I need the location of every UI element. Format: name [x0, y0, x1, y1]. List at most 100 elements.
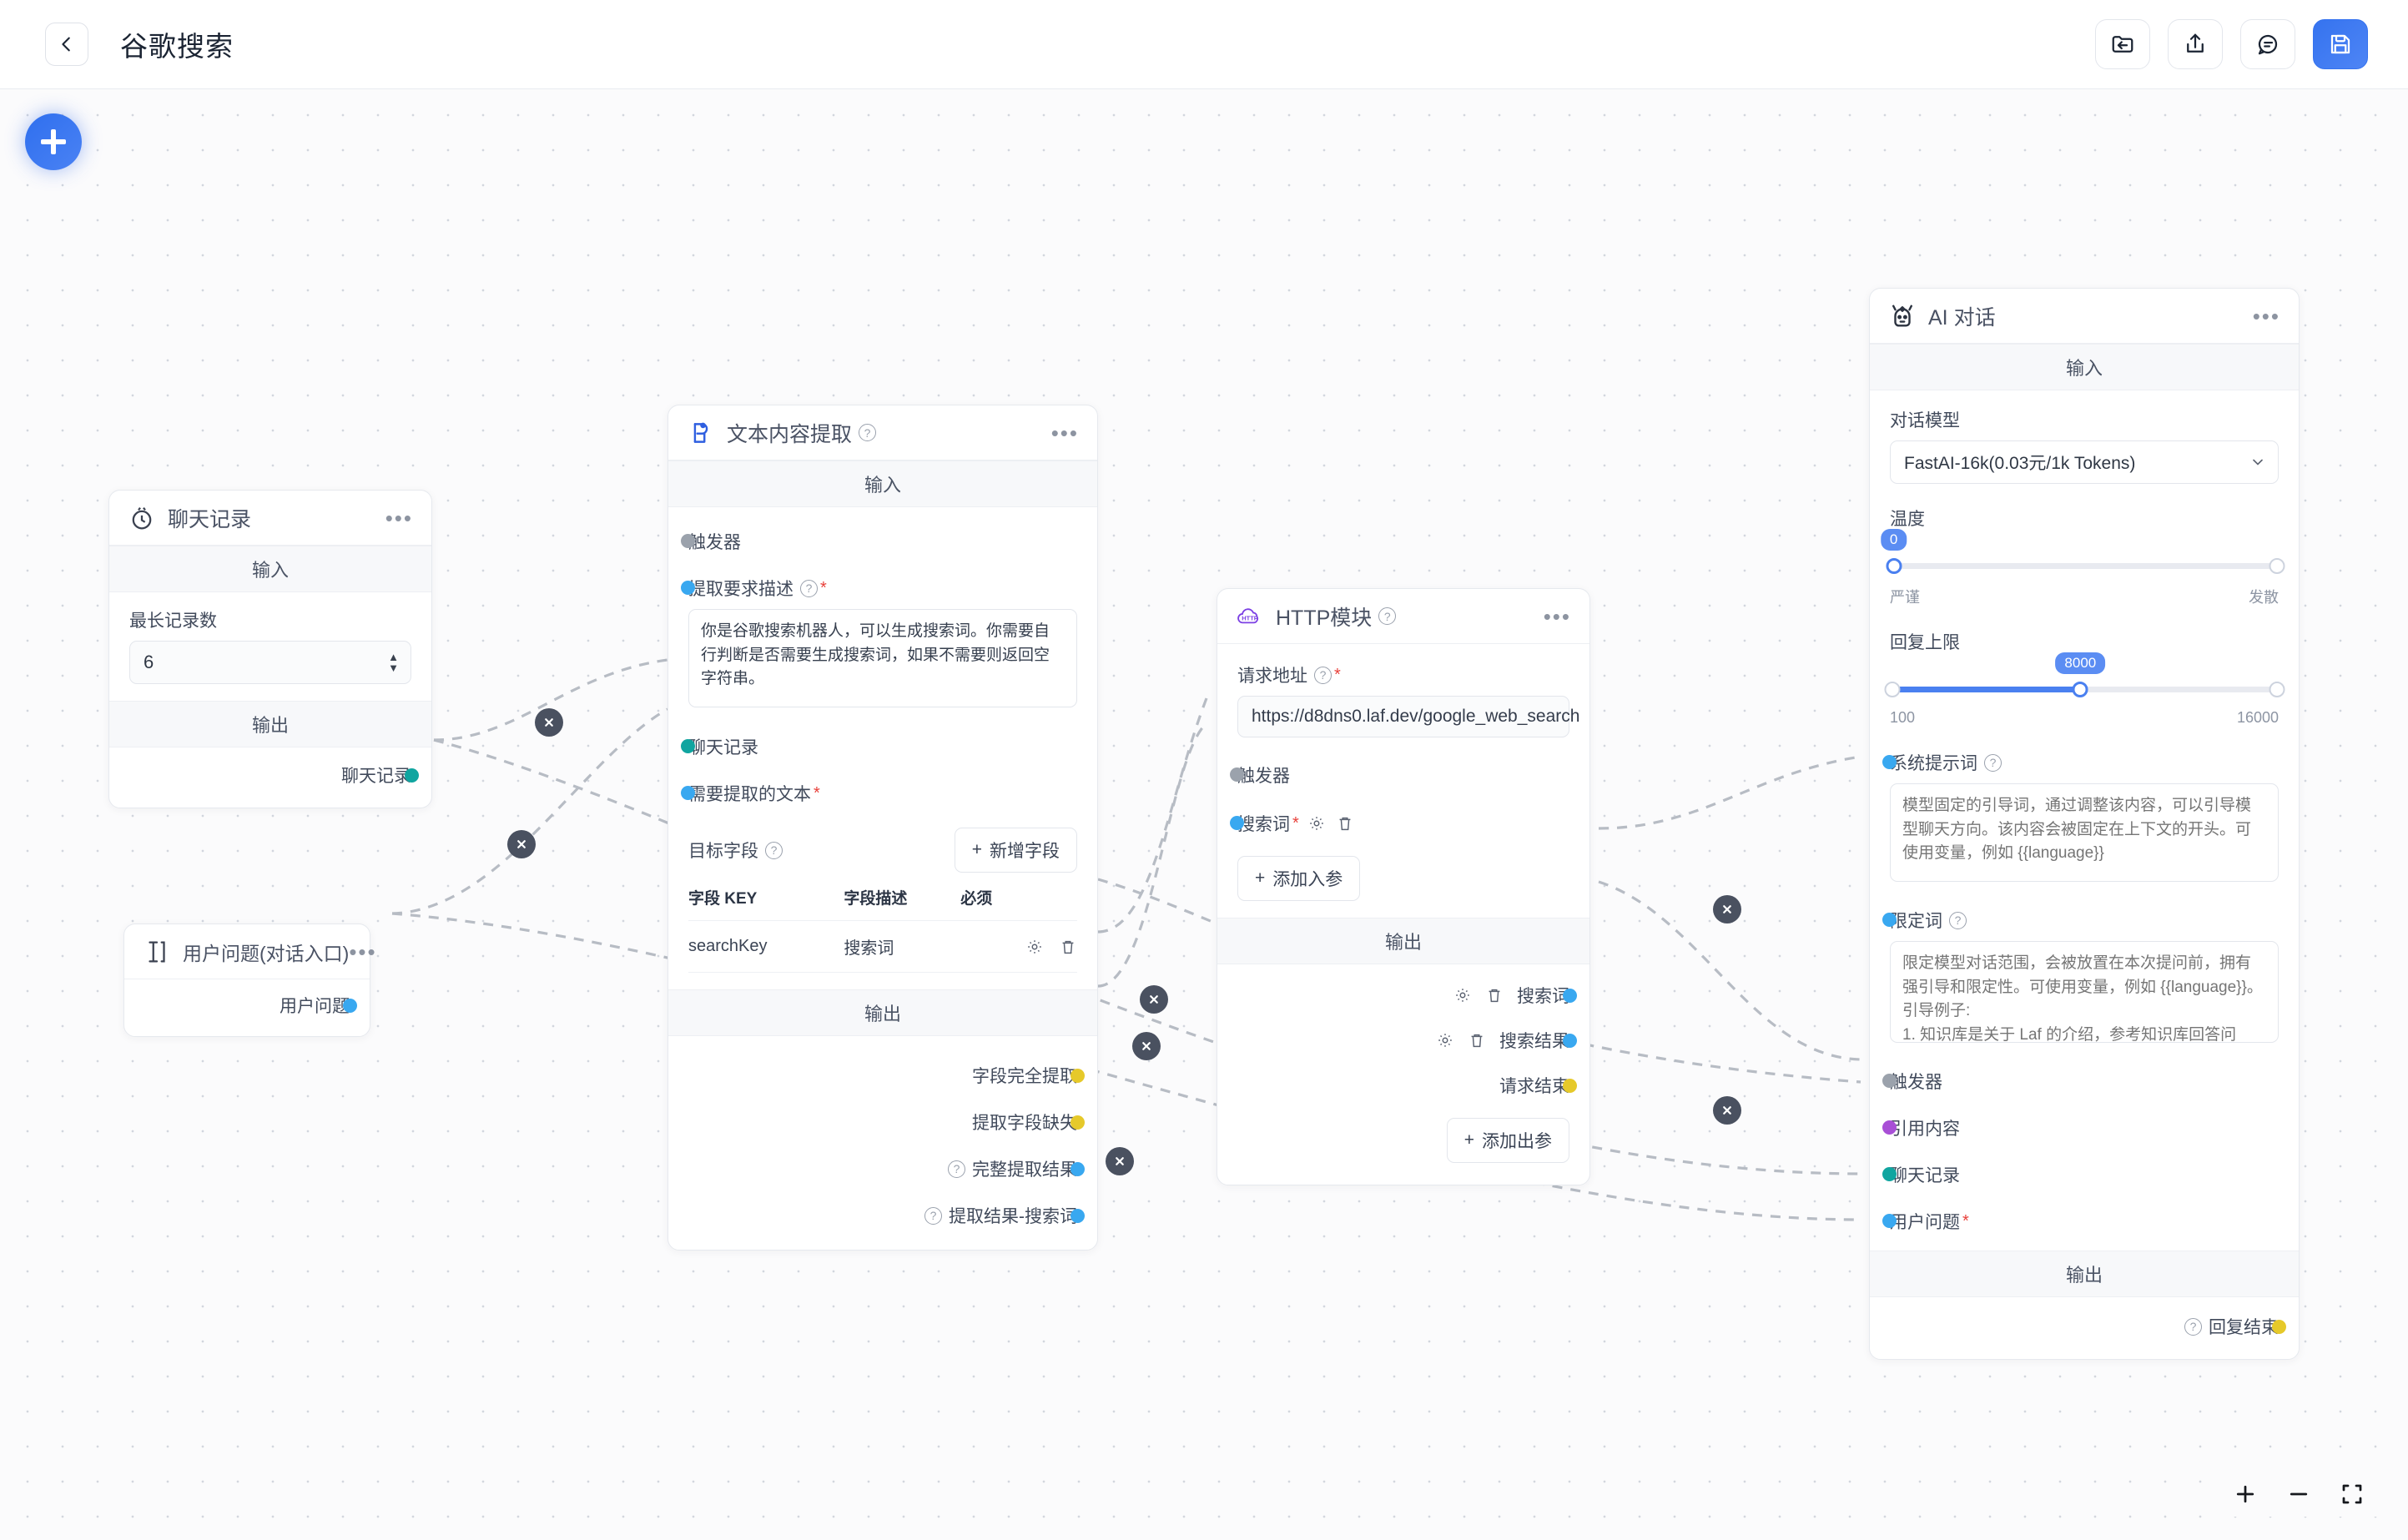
input-port-chat-history[interactable]: 聊天记录 [681, 734, 1077, 759]
edge-delete-button[interactable] [1132, 1032, 1161, 1060]
trash-icon[interactable] [1468, 1031, 1486, 1049]
edge-delete-button[interactable] [507, 830, 536, 858]
gear-icon[interactable] [1453, 986, 1472, 1004]
help-icon[interactable]: ? [765, 841, 783, 859]
output-port-chat-history[interactable]: 聊天记录 [129, 762, 419, 788]
gear-icon[interactable] [1307, 814, 1326, 833]
input-port-search-key[interactable]: 搜索词 * [1230, 811, 1569, 836]
add-field-button[interactable]: + 新增字段 [954, 828, 1077, 873]
trash-icon[interactable] [1336, 814, 1354, 833]
chat-debug-button[interactable] [2240, 19, 2295, 69]
help-icon[interactable]: ? [800, 579, 818, 597]
output-port-search-result[interactable]: 搜索结果 [1237, 1028, 1577, 1053]
input-port-quote-content[interactable]: 引用内容 [1882, 1115, 2279, 1140]
fit-view-icon[interactable] [2340, 1482, 2365, 1507]
gear-icon[interactable] [1436, 1031, 1454, 1049]
input-port-user-question[interactable]: 用户问题 * [1882, 1209, 2279, 1234]
node-header[interactable]: AI 对话 ••• [1870, 289, 2299, 344]
node-chat-history[interactable]: 聊天记录 ••• 输入 最长记录数 6 ▲▼ 输出 聊天记录 [108, 490, 432, 808]
node-header[interactable]: 聊天记录 ••• [109, 491, 431, 546]
extract-desc-textarea[interactable]: 你是谷歌搜索机器人，可以生成搜索词。你需要自行判断是否需要生成搜索词，如果不需要… [688, 609, 1077, 707]
node-ai-chat[interactable]: AI 对话 ••• 输入 对话模型 FastAI-16k(0.03元/1k To… [1869, 288, 2300, 1360]
qualifier-textarea[interactable] [1890, 941, 2279, 1043]
node-text-extract[interactable]: 文本内容提取 ? ••• 输入 触发器 提取要求描述 ?* 你是谷歌搜索机器人，… [667, 405, 1098, 1251]
add-node-button[interactable] [25, 113, 82, 170]
help-icon[interactable]: ? [2184, 1317, 2202, 1336]
edge-delete-button[interactable] [1106, 1147, 1134, 1175]
zoom-controls[interactable] [2213, 1472, 2385, 1517]
node-header[interactable]: 文本内容提取 ? ••• [668, 405, 1097, 460]
save-button[interactable] [2313, 19, 2368, 69]
export-button[interactable] [2168, 19, 2223, 69]
port-dot-blue[interactable] [1882, 1214, 1897, 1228]
node-user-question[interactable]: 用户问题(对话入口) ••• 用户问题 [123, 923, 375, 1037]
help-icon[interactable]: ? [1314, 666, 1332, 684]
node-header[interactable]: 用户问题(对话入口) ••• [124, 924, 375, 979]
port-dot-blue[interactable] [1071, 1162, 1085, 1176]
stepper-down-icon[interactable]: ▼ [388, 662, 399, 674]
edge-delete-button[interactable] [1713, 895, 1741, 923]
port-dot-blue[interactable] [1882, 913, 1897, 927]
output-port-search-key[interactable]: 搜索词 [1237, 983, 1577, 1008]
add-output-param-button[interactable]: + 添加出参 [1446, 1118, 1569, 1163]
port-dot-grey[interactable] [1230, 767, 1244, 782]
trash-icon[interactable] [1485, 986, 1504, 1004]
output-port-request-done[interactable]: 请求结束 [1237, 1073, 1577, 1098]
port-dot-grey[interactable] [681, 534, 695, 548]
slider-knob[interactable] [1886, 558, 1902, 574]
input-port-qualifier[interactable]: 限定词 ? [1882, 908, 2279, 933]
node-http-module[interactable]: HTTP HTTP模块 ? ••• 请求地址 ?* https://d8dns0… [1217, 588, 1590, 1185]
port-dot-blue[interactable] [1563, 989, 1577, 1003]
port-dot-blue[interactable] [681, 581, 695, 595]
stepper-up-icon[interactable]: ▲ [388, 651, 399, 663]
port-dot-purple[interactable] [1882, 1120, 1897, 1135]
port-dot-blue[interactable] [681, 786, 695, 800]
stepper-arrows[interactable]: ▲▼ [388, 651, 399, 674]
port-dot-teal[interactable] [681, 739, 695, 753]
output-port-full-result[interactable]: ? 完整提取结果 [688, 1156, 1085, 1181]
edge-delete-button[interactable] [1140, 985, 1168, 1014]
node-menu-button[interactable]: ••• [1050, 420, 1079, 445]
input-port-trigger[interactable]: 触发器 [1230, 762, 1569, 788]
back-button[interactable] [45, 23, 88, 66]
max-records-stepper[interactable]: 6 ▲▼ [129, 641, 411, 684]
temperature-slider[interactable]: 0 [1880, 529, 2285, 581]
node-menu-button[interactable]: ••• [1543, 603, 1571, 629]
port-dot-yellow[interactable] [1563, 1079, 1577, 1093]
edge-delete-button[interactable] [535, 708, 563, 737]
input-port-trigger[interactable]: 触发器 [681, 529, 1077, 554]
help-icon[interactable]: ? [1378, 607, 1397, 625]
help-icon[interactable]: ? [859, 424, 877, 441]
port-dot-yellow[interactable] [1071, 1069, 1085, 1083]
import-folder-button[interactable] [2095, 19, 2150, 69]
node-menu-button[interactable]: ••• [2252, 303, 2280, 329]
port-dot-blue[interactable] [1563, 1034, 1577, 1048]
output-port-result-searchkey[interactable]: ? 提取结果-搜索词 [688, 1203, 1085, 1228]
input-port-trigger[interactable]: 触发器 [1882, 1069, 2279, 1094]
port-dot-blue[interactable] [1882, 755, 1897, 769]
port-dot-yellow[interactable] [1071, 1115, 1085, 1130]
help-icon[interactable]: ? [924, 1206, 942, 1225]
workflow-canvas[interactable]: 聊天记录 ••• 输入 最长记录数 6 ▲▼ 输出 聊天记录 用户问题(对话入口… [0, 89, 2408, 1540]
edge-delete-button[interactable] [1713, 1096, 1741, 1125]
url-input[interactable]: https://d8dns0.laf.dev/google_web_search [1237, 696, 1579, 737]
input-port-source-text[interactable]: 需要提取的文本 * [681, 781, 1077, 806]
help-icon[interactable]: ? [1949, 911, 1967, 929]
port-dot-teal[interactable] [1882, 1167, 1897, 1181]
zoom-in-icon[interactable] [2233, 1482, 2258, 1507]
input-port-system-prompt[interactable]: 系统提示词 ? [1882, 750, 2279, 775]
port-dot-blue[interactable] [1230, 816, 1244, 830]
table-row[interactable]: searchKey 搜索词 [688, 920, 1077, 973]
input-port-chat-history[interactable]: 聊天记录 [1882, 1162, 2279, 1187]
port-dot-blue[interactable] [343, 999, 357, 1013]
slider-knob[interactable] [2072, 682, 2088, 697]
max-tokens-slider[interactable]: 8000 [1884, 652, 2285, 704]
add-input-param-button[interactable]: + 添加入参 [1237, 856, 1361, 901]
system-prompt-textarea[interactable] [1890, 783, 2279, 882]
trash-icon[interactable] [1059, 938, 1077, 956]
help-icon[interactable]: ? [1984, 753, 2002, 772]
node-menu-button[interactable]: ••• [349, 939, 377, 964]
zoom-out-icon[interactable] [2286, 1482, 2311, 1507]
port-dot-blue[interactable] [1071, 1209, 1085, 1223]
port-dot-yellow[interactable] [2272, 1320, 2286, 1334]
